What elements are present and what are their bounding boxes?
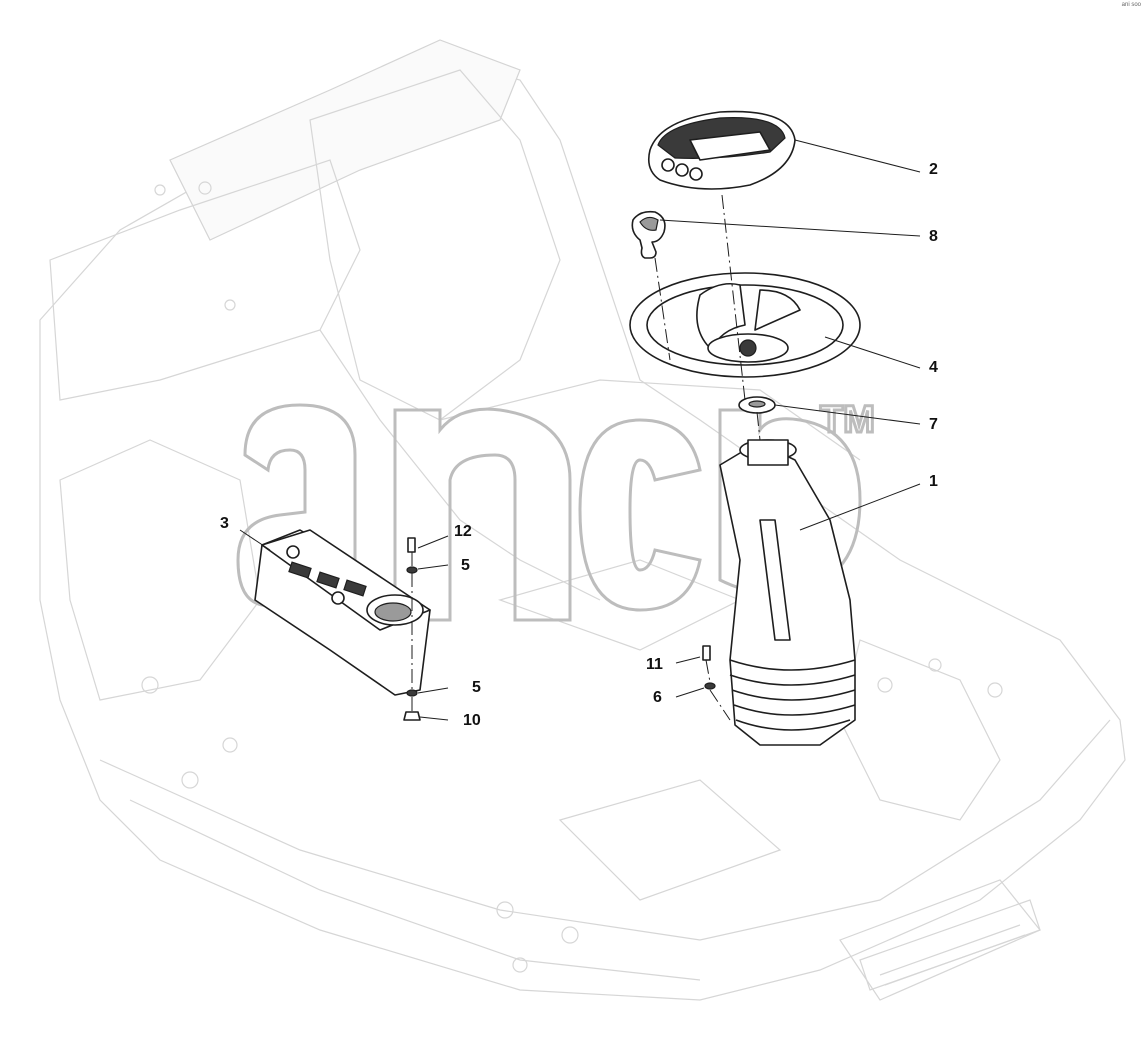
callout-11: 11	[646, 656, 663, 673]
part-2-display	[647, 110, 796, 190]
callout-2: 2	[929, 161, 938, 178]
callout-3: 3	[220, 515, 229, 532]
part-4-steering-wheel	[629, 272, 861, 378]
leader-lines	[239, 139, 921, 721]
trademark-symbol: TM	[820, 399, 875, 441]
part-1-steering-column	[719, 439, 856, 746]
part-8-knob	[631, 210, 666, 259]
part-3-console	[254, 529, 431, 696]
assembly-axes	[411, 194, 761, 721]
callout-5: 5	[472, 679, 481, 696]
callout-6: 6	[653, 689, 662, 706]
callout-1: 1	[929, 473, 938, 490]
cab-background	[39, 39, 1126, 1001]
callout-10: 10	[463, 712, 481, 729]
fasteners	[403, 537, 716, 721]
part-7-washer	[738, 396, 776, 414]
callout-4: 4	[929, 359, 938, 376]
callout-7: 7	[929, 416, 938, 433]
callout-8: 8	[929, 228, 938, 245]
corner-mark: ani soo	[1121, 2, 1141, 8]
callout-5: 5	[461, 557, 470, 574]
callout-12: 12	[454, 523, 472, 540]
